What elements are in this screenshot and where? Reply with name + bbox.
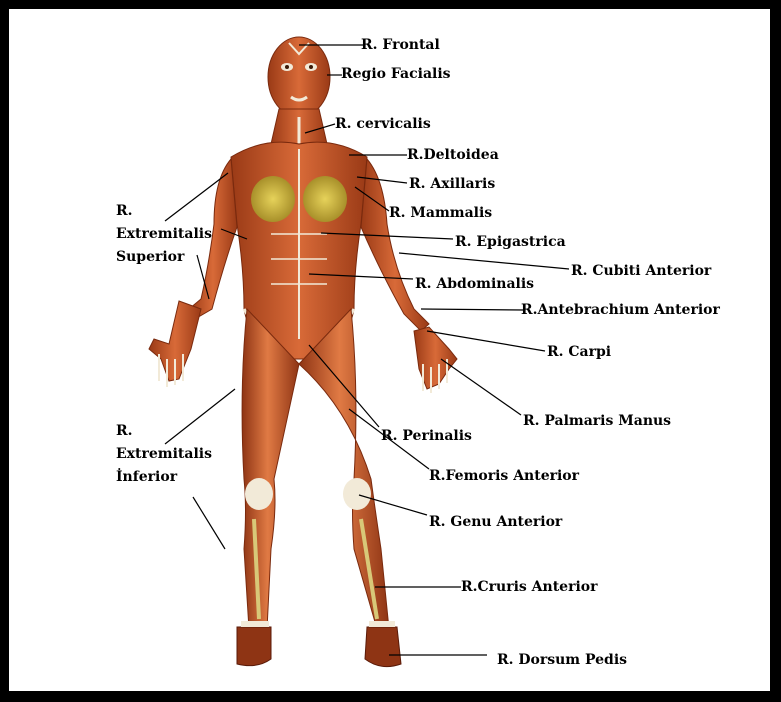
leader-cubiti (399, 253, 569, 269)
label-frontal: R. Frontal (361, 37, 440, 54)
label-mammalis: R. Mammalis (389, 205, 492, 222)
label-femoris: R.Femoris Anterior (429, 468, 579, 485)
label-epigastrica: R. Epigastrica (455, 234, 566, 251)
label-facialis: Regio Facialis (341, 66, 451, 83)
feet (237, 621, 401, 667)
label-cervicalis: R. cervicalis (335, 116, 431, 133)
label-ext-sup-pos: Superior (116, 249, 184, 266)
leader-ext-inf-a (165, 389, 235, 444)
label-ext-inf-pos: İnferior (116, 469, 177, 486)
leader-antebrachium (421, 309, 524, 310)
label-ext-inf-r: R. (116, 423, 133, 440)
label-deltoidea: R.Deltoidea (407, 147, 499, 164)
head (268, 37, 330, 117)
label-carpi: R. Carpi (547, 344, 611, 361)
label-cruris: R.Cruris Anterior (461, 579, 597, 596)
leader-ext-inf-b (193, 497, 225, 549)
neck (271, 109, 327, 144)
diagram-frame: R. Frontal Regio Facialis R. cervicalis … (9, 9, 772, 693)
label-genu: R. Genu Anterior (429, 514, 562, 531)
leader-palmaris (441, 359, 521, 415)
anatomy-figure (9, 9, 772, 693)
label-ext-inf-name: Extremitalis (116, 446, 212, 463)
label-antebrachium: R.Antebrachium Anterior (521, 302, 720, 319)
legs (242, 309, 389, 629)
label-axillaris: R. Axillaris (409, 176, 495, 193)
label-ext-sup-name: Extremitalis (116, 226, 212, 243)
label-perinalis: R. Perinalis (381, 428, 472, 445)
label-palmaris: R. Palmaris Manus (523, 413, 671, 430)
label-dorsum: R. Dorsum Pedis (497, 652, 627, 669)
label-cubiti: R. Cubiti Anterior (571, 263, 711, 280)
label-ext-sup-r: R. (116, 203, 133, 220)
label-abdominalis: R. Abdominalis (415, 276, 534, 293)
